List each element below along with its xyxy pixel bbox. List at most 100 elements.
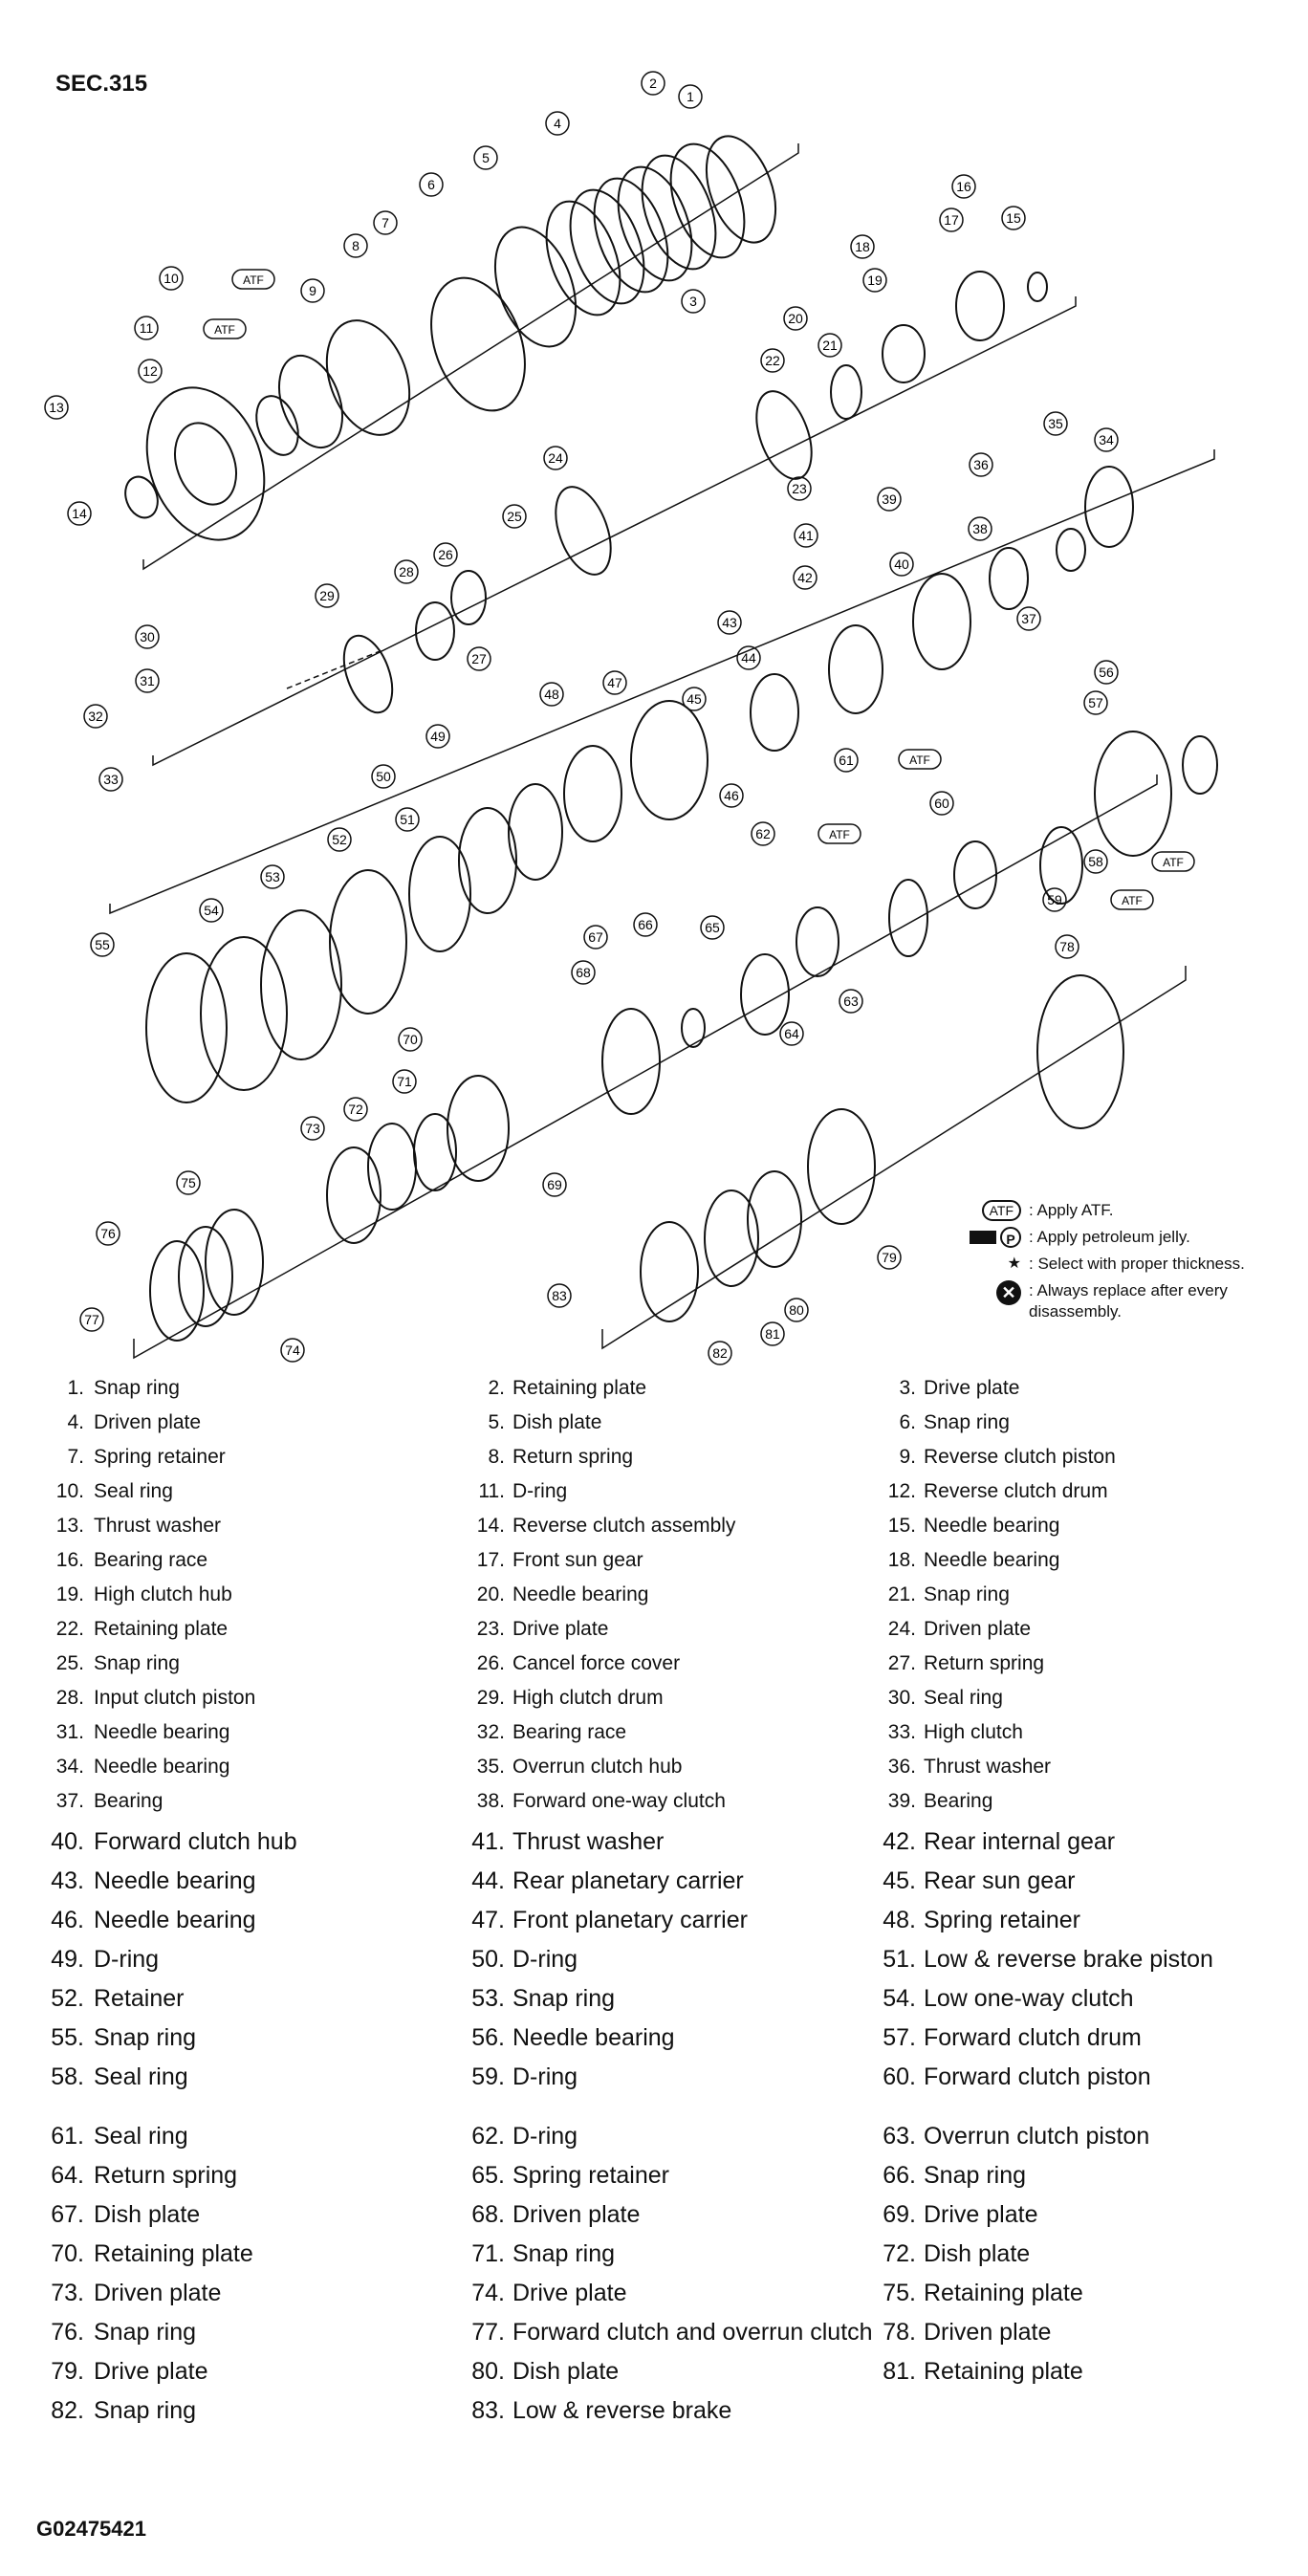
part-number: 78.: [883, 2319, 916, 2346]
part-number: 23.: [476, 1618, 505, 1640]
reverse-piston-shape: [325, 319, 411, 436]
part-name: High clutch: [924, 1721, 1023, 1743]
part-name: Thrust washer: [924, 1756, 1052, 1778]
callout-1: 1: [687, 89, 694, 104]
forward-overrun-bracket: [133, 775, 1158, 1360]
part-number: 59.: [471, 2063, 505, 2090]
part-number: 83.: [471, 2397, 505, 2424]
plate-b: [569, 188, 645, 305]
part-name: Needle bearing: [94, 1756, 230, 1778]
part-name: Dish plate: [924, 2240, 1031, 2267]
part-number: 39.: [887, 1790, 916, 1812]
part-name: Dish plate: [94, 2201, 201, 2228]
callout-13: 13: [49, 400, 64, 415]
part-number: 54.: [883, 1985, 916, 2012]
seal-ring-shape: [278, 354, 343, 449]
callout-69: 69: [547, 1177, 562, 1192]
forward-hub-shape: [912, 573, 971, 670]
part-name: Thrust washer: [512, 1828, 665, 1855]
part-name: Spring retainer: [924, 1907, 1080, 1933]
reverse-clutch-drum: [145, 386, 266, 541]
part-number: 62.: [471, 2123, 505, 2150]
callout-54: 54: [204, 903, 219, 918]
part-number: 76.: [51, 2319, 84, 2346]
part-number: 4.: [67, 1411, 84, 1433]
part-name: Needle bearing: [512, 1583, 649, 1605]
atf-badge-59: ATF: [1122, 894, 1143, 907]
callout-30: 30: [140, 629, 155, 644]
callout-36: 36: [973, 457, 989, 472]
part-name: Seal ring: [94, 2063, 188, 2090]
callout-83: 83: [552, 1288, 567, 1303]
part-number: 50.: [471, 1946, 505, 1973]
callout-3: 3: [689, 294, 697, 309]
plates-67: [601, 1008, 661, 1115]
plate-d: [617, 165, 693, 282]
callout-73: 73: [305, 1121, 320, 1136]
callout-48: 48: [544, 687, 559, 702]
callout-63: 63: [843, 993, 859, 1009]
spring-retainer-48: [563, 745, 622, 842]
plates-79: [807, 1108, 876, 1225]
part-number: 80.: [471, 2358, 505, 2385]
part-number: 48.: [883, 1907, 916, 1933]
part-number: 70.: [51, 2240, 84, 2267]
callout-51: 51: [400, 812, 415, 827]
part-number: 26.: [476, 1652, 505, 1674]
callout-55: 55: [95, 937, 110, 952]
piston-60: [953, 840, 997, 909]
d-ring-shape: [255, 395, 299, 456]
part-name: Retaining plate: [924, 2280, 1083, 2306]
atf-badge-10: ATF: [243, 273, 264, 287]
cancel-cover-shape: [450, 570, 487, 625]
part-number: 40.: [51, 1828, 84, 1855]
part-name: Snap ring: [94, 2397, 197, 2424]
needle-bearing-top: [1027, 272, 1048, 302]
callout-16: 16: [956, 179, 971, 194]
part-name: Needle bearing: [512, 2024, 675, 2051]
callout-10: 10: [164, 271, 179, 286]
part-number: 64.: [51, 2162, 84, 2189]
callout-57: 57: [1088, 695, 1103, 710]
snap-ring-66: [681, 1008, 706, 1048]
part-name: Spring retainer: [94, 1446, 226, 1468]
part-name: Low one-way clutch: [924, 1985, 1134, 2012]
callout-66: 66: [638, 917, 653, 932]
part-name: Bearing race: [512, 1721, 627, 1743]
callout-26: 26: [438, 547, 453, 562]
callout-47: 47: [607, 675, 622, 690]
callout-82: 82: [712, 1345, 728, 1361]
part-number: 2.: [488, 1377, 505, 1399]
callout-38: 38: [972, 521, 988, 536]
part-number: 47.: [471, 1907, 505, 1933]
inline-atf-badges: ATF ATF ATF ATF ATF ATF: [203, 269, 1195, 910]
figure-code: G02475421: [36, 2517, 146, 2541]
seal-ring-58: [1039, 826, 1083, 905]
part-number: 69.: [883, 2201, 916, 2228]
part-number: 8.: [488, 1446, 505, 1468]
part-name: Bearing: [924, 1790, 993, 1812]
retaining-81: [704, 1190, 759, 1287]
part-number: 6.: [899, 1411, 916, 1433]
part-name: Spring retainer: [512, 2162, 669, 2189]
part-name: Cancel force cover: [512, 1652, 681, 1674]
section-label: SEC.315: [55, 71, 148, 97]
seal-ring-61: [888, 879, 928, 957]
part-number: 42.: [883, 1828, 916, 1855]
snap-ring-55: [145, 952, 228, 1103]
part-name: Needle bearing: [94, 1907, 256, 1933]
part-name: Snap ring: [94, 1377, 180, 1399]
part-name: Snap ring: [924, 1583, 1010, 1605]
plate-e: [641, 154, 717, 271]
part-number: 73.: [51, 2280, 84, 2306]
grouping-brackets: [109, 143, 1215, 1360]
part-number: 57.: [883, 2024, 916, 2051]
callout-76: 76: [100, 1226, 116, 1241]
atf-badge-62: ATF: [829, 828, 850, 841]
callout-52: 52: [332, 832, 347, 847]
brake-piston-shape: [408, 836, 471, 952]
part-name: Needle bearing: [94, 1721, 230, 1743]
high-clutch-bracket: [152, 296, 1077, 767]
plates-73: [326, 1146, 382, 1244]
callout-62: 62: [755, 826, 771, 841]
